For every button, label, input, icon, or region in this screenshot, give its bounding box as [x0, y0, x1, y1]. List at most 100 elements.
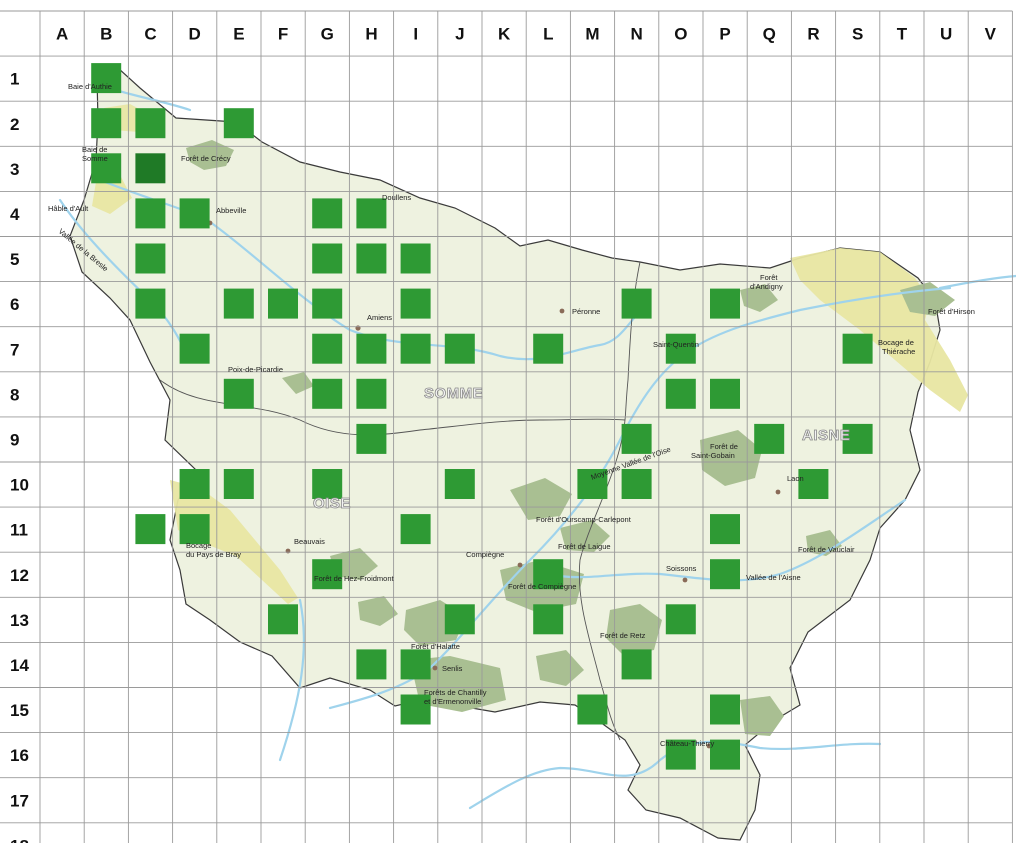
row-label-17: 17 — [10, 791, 29, 810]
column-label-s: S — [852, 25, 863, 44]
square-m10 — [577, 469, 608, 499]
column-label-m: M — [585, 25, 599, 44]
column-label-b: B — [100, 25, 112, 44]
label-foret-ourscamp: Forêt d'Ourscamp-Carlepont — [536, 515, 632, 524]
region-label-somme: SOMME — [424, 385, 483, 402]
column-label-a: A — [56, 25, 68, 44]
town-dot-amiens — [355, 325, 361, 331]
square-e2 — [223, 108, 254, 139]
square-l13 — [533, 604, 564, 635]
square-g4 — [312, 198, 343, 229]
occupied-squares — [91, 63, 873, 770]
row-label-6: 6 — [10, 295, 19, 314]
label-foret-vauclair: Forêt de Vauclair — [798, 545, 855, 554]
row-label-8: 8 — [10, 385, 19, 404]
column-label-q: Q — [763, 25, 776, 44]
square-c2 — [135, 108, 166, 139]
square-g8 — [312, 378, 343, 409]
square-q9 — [754, 423, 785, 454]
column-label-i: I — [413, 25, 418, 44]
square-j10 — [444, 469, 475, 499]
forest-andigny — [740, 284, 778, 312]
forest-retz — [606, 604, 662, 656]
square-d11 — [179, 514, 210, 545]
forest-southeast — [740, 696, 784, 736]
label-peronne: Péronne — [572, 307, 600, 316]
label-foret-hirson: Forêt d'Hirson — [928, 307, 975, 316]
square-g10 — [312, 469, 343, 499]
label-foret-laigue: Forêt de Laigue — [558, 542, 611, 551]
square-b2 — [91, 108, 122, 139]
square-g7 — [312, 333, 343, 364]
square-n14 — [621, 649, 652, 680]
square-c6 — [135, 288, 166, 319]
column-label-e: E — [233, 25, 244, 44]
square-p15 — [710, 694, 740, 725]
square-h8 — [356, 378, 387, 409]
square-j13 — [444, 604, 475, 635]
square-i6 — [400, 288, 431, 319]
square-p12 — [710, 559, 740, 590]
label-saint-quentin: Saint-Quentin — [653, 340, 699, 349]
label-foret-crecy: Forêt de Crécy — [181, 154, 231, 163]
label-foret-halatte: Forêt d'Halatte — [411, 642, 460, 651]
town-dot-beauvais — [285, 548, 291, 554]
square-e8 — [223, 378, 254, 409]
region-labels: SOMME AISNE OISE — [313, 385, 851, 513]
row-label-3: 3 — [10, 160, 19, 179]
square-o8 — [665, 378, 696, 409]
column-label-n: N — [631, 25, 643, 44]
forest-crecy — [186, 140, 234, 170]
label-baie-somme-2: Somme — [82, 154, 108, 163]
square-i15 — [400, 694, 431, 725]
label-foret-hez: Forêt de Hez-Froidmont — [314, 574, 395, 583]
square-o7 — [665, 333, 696, 364]
square-s7 — [842, 333, 873, 364]
label-hable-ault: Hâble d'Ault — [48, 204, 89, 213]
square-p6 — [710, 288, 740, 319]
row-label-15: 15 — [10, 701, 29, 720]
label-baie-authie: Baie d'Authie — [68, 82, 112, 91]
square-p16 — [710, 739, 740, 770]
column-label-j: J — [455, 25, 464, 44]
square-d7 — [179, 333, 210, 364]
label-bocage-bray-2: du Pays de Bray — [186, 550, 241, 559]
row-label-10: 10 — [10, 476, 29, 495]
square-g5 — [312, 243, 343, 274]
label-foret-saint-gobain-1: Forêt de — [710, 442, 738, 451]
grid-lines — [0, 10, 1013, 843]
square-p8 — [710, 378, 740, 409]
square-n10 — [621, 469, 652, 499]
square-d4 — [179, 198, 210, 229]
label-amiens: Amiens — [367, 313, 392, 322]
label-foret-retz: Forêt de Retz — [600, 631, 646, 640]
square-r10 — [798, 469, 829, 499]
column-label-o: O — [674, 25, 687, 44]
label-doullens: Doullens — [382, 193, 411, 202]
label-bocage-thierache-2: Thiérache — [882, 347, 915, 356]
label-senlis: Senlis — [442, 664, 463, 673]
square-h5 — [356, 243, 387, 274]
forest-vauclair — [806, 530, 842, 556]
square-f13 — [268, 604, 298, 635]
label-soissons: Soissons — [666, 564, 697, 573]
label-chateau-thierry: Château-Thierry — [660, 739, 714, 748]
label-bocage-thierache-1: Bocage de — [878, 338, 914, 347]
square-h14 — [356, 649, 387, 680]
square-c5 — [135, 243, 166, 274]
row-label-7: 7 — [10, 340, 19, 359]
square-l12 — [533, 559, 564, 590]
town-dot-laon — [775, 489, 781, 495]
row-label-13: 13 — [10, 611, 29, 630]
label-compiegne: Compiègne — [466, 550, 504, 559]
square-h9 — [356, 423, 387, 454]
square-b1 — [91, 63, 122, 94]
label-beauvais: Beauvais — [294, 537, 325, 546]
label-forets-chantilly-2: et d'Ermenonville — [424, 697, 481, 706]
river-therain — [278, 598, 305, 762]
square-m15 — [577, 694, 608, 725]
row-label-2: 2 — [10, 115, 19, 134]
square-i11 — [400, 514, 431, 545]
